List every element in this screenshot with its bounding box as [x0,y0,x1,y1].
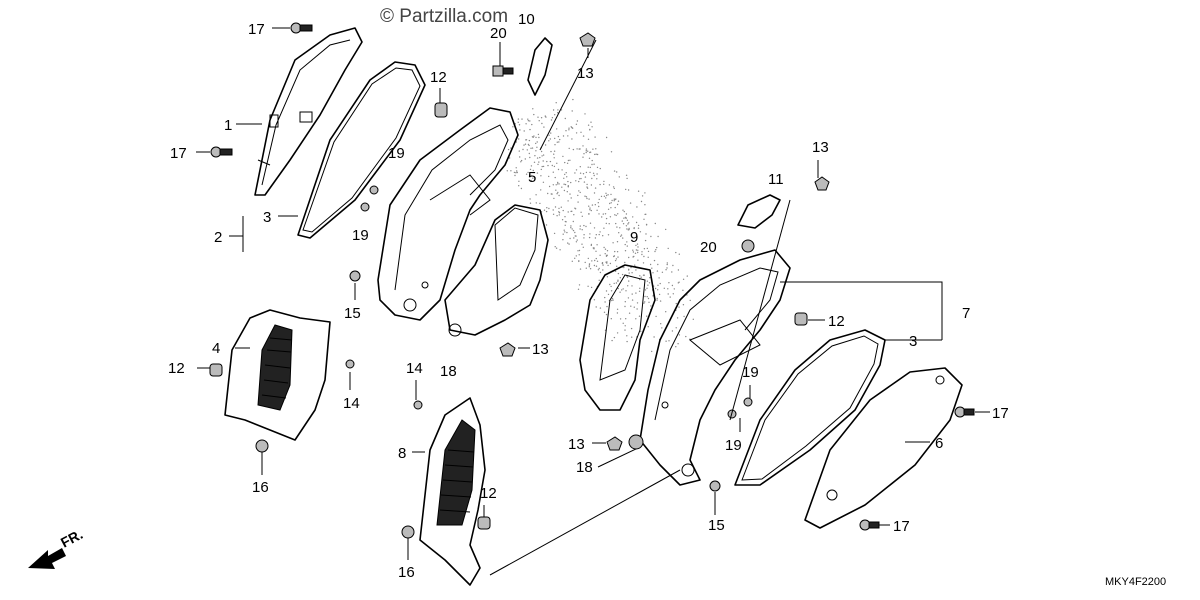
nut-13-lower[interactable] [606,436,623,451]
bracket-right[interactable] [737,194,781,229]
screw-17-bottom[interactable] [859,519,880,531]
side-cover-frame-left[interactable] [254,27,363,196]
grommet-18[interactable] [628,434,644,450]
callout-13d[interactable]: 13 [568,436,585,453]
seal-left[interactable] [297,61,426,239]
screw-16-left[interactable] [255,439,269,453]
callout-8[interactable]: 8 [398,445,406,462]
callout-7[interactable]: 7 [962,305,970,322]
callout-14b[interactable]: 14 [343,395,360,412]
callout-20a[interactable]: 20 [490,25,507,42]
fasteners [209,22,975,539]
callout-17a[interactable]: 17 [248,21,265,38]
nut-13-center[interactable] [499,342,516,357]
leader-lines [196,27,990,576]
callout-4[interactable]: 4 [212,340,220,357]
callout-12b[interactable]: 12 [828,313,845,330]
callout-15a[interactable]: 15 [344,305,361,322]
air-box-bracket-left[interactable] [444,204,549,337]
callout-18b[interactable]: 18 [576,459,593,476]
callout-19d[interactable]: 19 [725,437,742,454]
callout-13b[interactable]: 13 [812,139,829,156]
callout-6[interactable]: 6 [935,435,943,452]
callout-20b[interactable]: 20 [700,239,717,256]
bolt-20-top[interactable] [492,65,514,77]
collar-12-top[interactable] [434,102,448,118]
front-label: FR. [58,526,85,551]
callout-5[interactable]: 5 [528,169,536,186]
diagram-code: MKY4F2200 [1105,576,1166,588]
screw-15-right[interactable] [709,480,721,492]
callout-12c[interactable]: 12 [168,360,185,377]
nut-20-right[interactable] [741,239,755,253]
screw-19-a[interactable] [369,185,379,195]
screw-19-c[interactable] [743,397,753,407]
callout-12a[interactable]: 12 [430,69,447,86]
callout-14a[interactable]: 14 [406,360,423,377]
callout-12d[interactable]: 12 [480,485,497,502]
callout-15b[interactable]: 15 [708,517,725,534]
screw-14-a[interactable] [413,400,423,410]
callout-9[interactable]: 9 [630,229,638,246]
screw-15-left[interactable] [349,270,361,282]
callout-19c[interactable]: 19 [742,364,759,381]
nut-13-right[interactable] [814,176,830,191]
callout-19b[interactable]: 19 [352,227,369,244]
callout-13c[interactable]: 13 [532,341,549,358]
grille-cover-center[interactable] [419,397,486,586]
callout-2[interactable]: 2 [214,229,222,246]
callout-17b[interactable]: 17 [170,145,187,162]
callout-3b[interactable]: 3 [909,333,917,350]
grille-cover-left[interactable] [224,309,331,441]
side-panel-right[interactable] [639,249,791,486]
nut-13-top[interactable] [579,32,596,47]
screw-19-b[interactable] [360,202,370,212]
callout-1[interactable]: 1 [224,117,232,134]
screw-17-left[interactable] [210,146,233,158]
screw-17-top[interactable] [290,22,313,34]
callout-13a[interactable]: 13 [577,65,594,82]
side-panel-center-left[interactable] [377,107,519,321]
callout-18a[interactable]: 18 [440,363,457,380]
collar-12-right[interactable] [794,312,808,326]
seal-right[interactable] [734,329,886,486]
callout-19a[interactable]: 19 [388,145,405,162]
callout-labels: 17 20 10 13 12 1 17 19 5 13 11 3 2 19 9 … [168,11,1009,581]
screw-16-bottom[interactable] [401,525,415,539]
side-cover-right[interactable] [804,367,963,529]
bracket-top[interactable] [527,37,553,96]
callout-17c[interactable]: 17 [992,405,1009,422]
dotted-shading [506,98,694,353]
callout-16a[interactable]: 16 [252,479,269,496]
callout-16b[interactable]: 16 [398,564,415,581]
front-arrow-icon: FR. [28,526,85,569]
air-box-bracket-right[interactable] [579,264,656,411]
callout-11[interactable]: 11 [768,171,784,188]
callout-10[interactable]: 10 [518,11,535,28]
callout-17d[interactable]: 17 [893,518,910,535]
screw-14-b[interactable] [345,359,355,369]
screw-17-right[interactable] [954,406,975,418]
watermark-text: © Partzilla.com [380,6,508,27]
callout-3a[interactable]: 3 [263,209,271,226]
collar-12-bottom[interactable] [477,516,491,530]
collar-12-left[interactable] [209,363,223,377]
